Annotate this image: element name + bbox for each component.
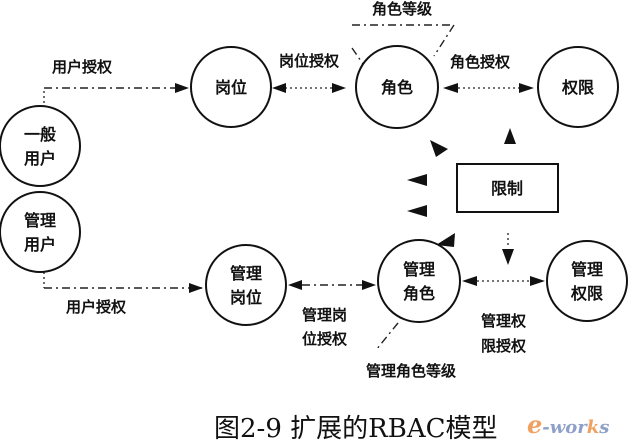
label-admin-role-hierarchy: 管理角色等级 (366, 362, 457, 380)
edge-admin-post-assign: 管理岗 位授权 (288, 280, 376, 348)
label-admin-post-assign-1: 管理岗 (302, 306, 347, 324)
node-general-user: 一般 用户 (0, 105, 81, 187)
node-permission: 权限 (537, 46, 619, 128)
svg-text:用户: 用户 (24, 235, 56, 254)
label-role-hierarchy: 角色等级 (372, 0, 433, 18)
edge-post-assign: 岗位授权 (272, 52, 346, 93)
constraint-box: 限制 (456, 163, 559, 213)
constraint-arrows (407, 128, 516, 265)
edge-admin-perm-assign: 管理权 限授权 (462, 276, 545, 355)
arrowhead-to-permission-icon (504, 128, 516, 144)
svg-text:一般: 一般 (24, 125, 56, 144)
arrowhead-to-role-icon (430, 140, 448, 157)
label-post-assign: 岗位授权 (279, 52, 340, 70)
svg-text:管理: 管理 (403, 260, 435, 279)
node-post: 岗位 (190, 46, 272, 128)
constraint-label: 限制 (491, 179, 523, 198)
edge-user-assign-bottom: 用户授权 (43, 272, 203, 316)
node-admin-user: 管理 用户 (0, 191, 81, 273)
label-role-assign: 角色授权 (450, 53, 511, 71)
figure-caption: 图2-9 扩展的RBAC模型 (214, 414, 498, 444)
svg-text:岗位: 岗位 (215, 78, 247, 97)
svg-text:权限: 权限 (561, 78, 595, 97)
arrowhead-to-admin-permission-icon (502, 249, 514, 265)
arrowhead-left-upper-icon (407, 174, 427, 186)
edge-user-assign-top: 用户授权 (43, 58, 189, 108)
arrowhead-to-admin-role-icon (436, 233, 455, 247)
node-admin-post: 管理 岗位 (205, 244, 287, 326)
svg-text:角色: 角色 (381, 78, 413, 97)
label-admin-perm-assign-1: 管理权 (481, 312, 527, 330)
svg-text:管理: 管理 (24, 211, 56, 230)
svg-text:用户: 用户 (24, 149, 56, 168)
label-admin-post-assign-2: 位授权 (302, 330, 348, 348)
svg-text:管理: 管理 (230, 264, 262, 283)
svg-text:权限: 权限 (570, 284, 604, 303)
eworks-logo: e-works (527, 410, 610, 439)
node-admin-role: 管理 角色 (377, 239, 461, 323)
node-role: 角色 (355, 45, 439, 129)
arrowhead-left-lower-icon (407, 205, 427, 217)
edge-role-hierarchy: 角色等级 (351, 0, 455, 75)
label-admin-perm-assign-2: 限授权 (481, 337, 527, 355)
label-user-assign-top: 用户授权 (52, 58, 113, 76)
node-admin-permission: 管理 权限 (546, 240, 628, 322)
svg-text:岗位: 岗位 (230, 288, 262, 307)
edge-admin-role-hierarchy: 管理角色等级 (366, 322, 457, 380)
edge-role-assign: 角色授权 (443, 53, 534, 93)
arrowhead-left-icon (272, 83, 286, 93)
svg-text:管理: 管理 (571, 260, 603, 279)
svg-text:角色: 角色 (403, 284, 435, 303)
label-user-assign-bottom: 用户授权 (66, 298, 127, 316)
